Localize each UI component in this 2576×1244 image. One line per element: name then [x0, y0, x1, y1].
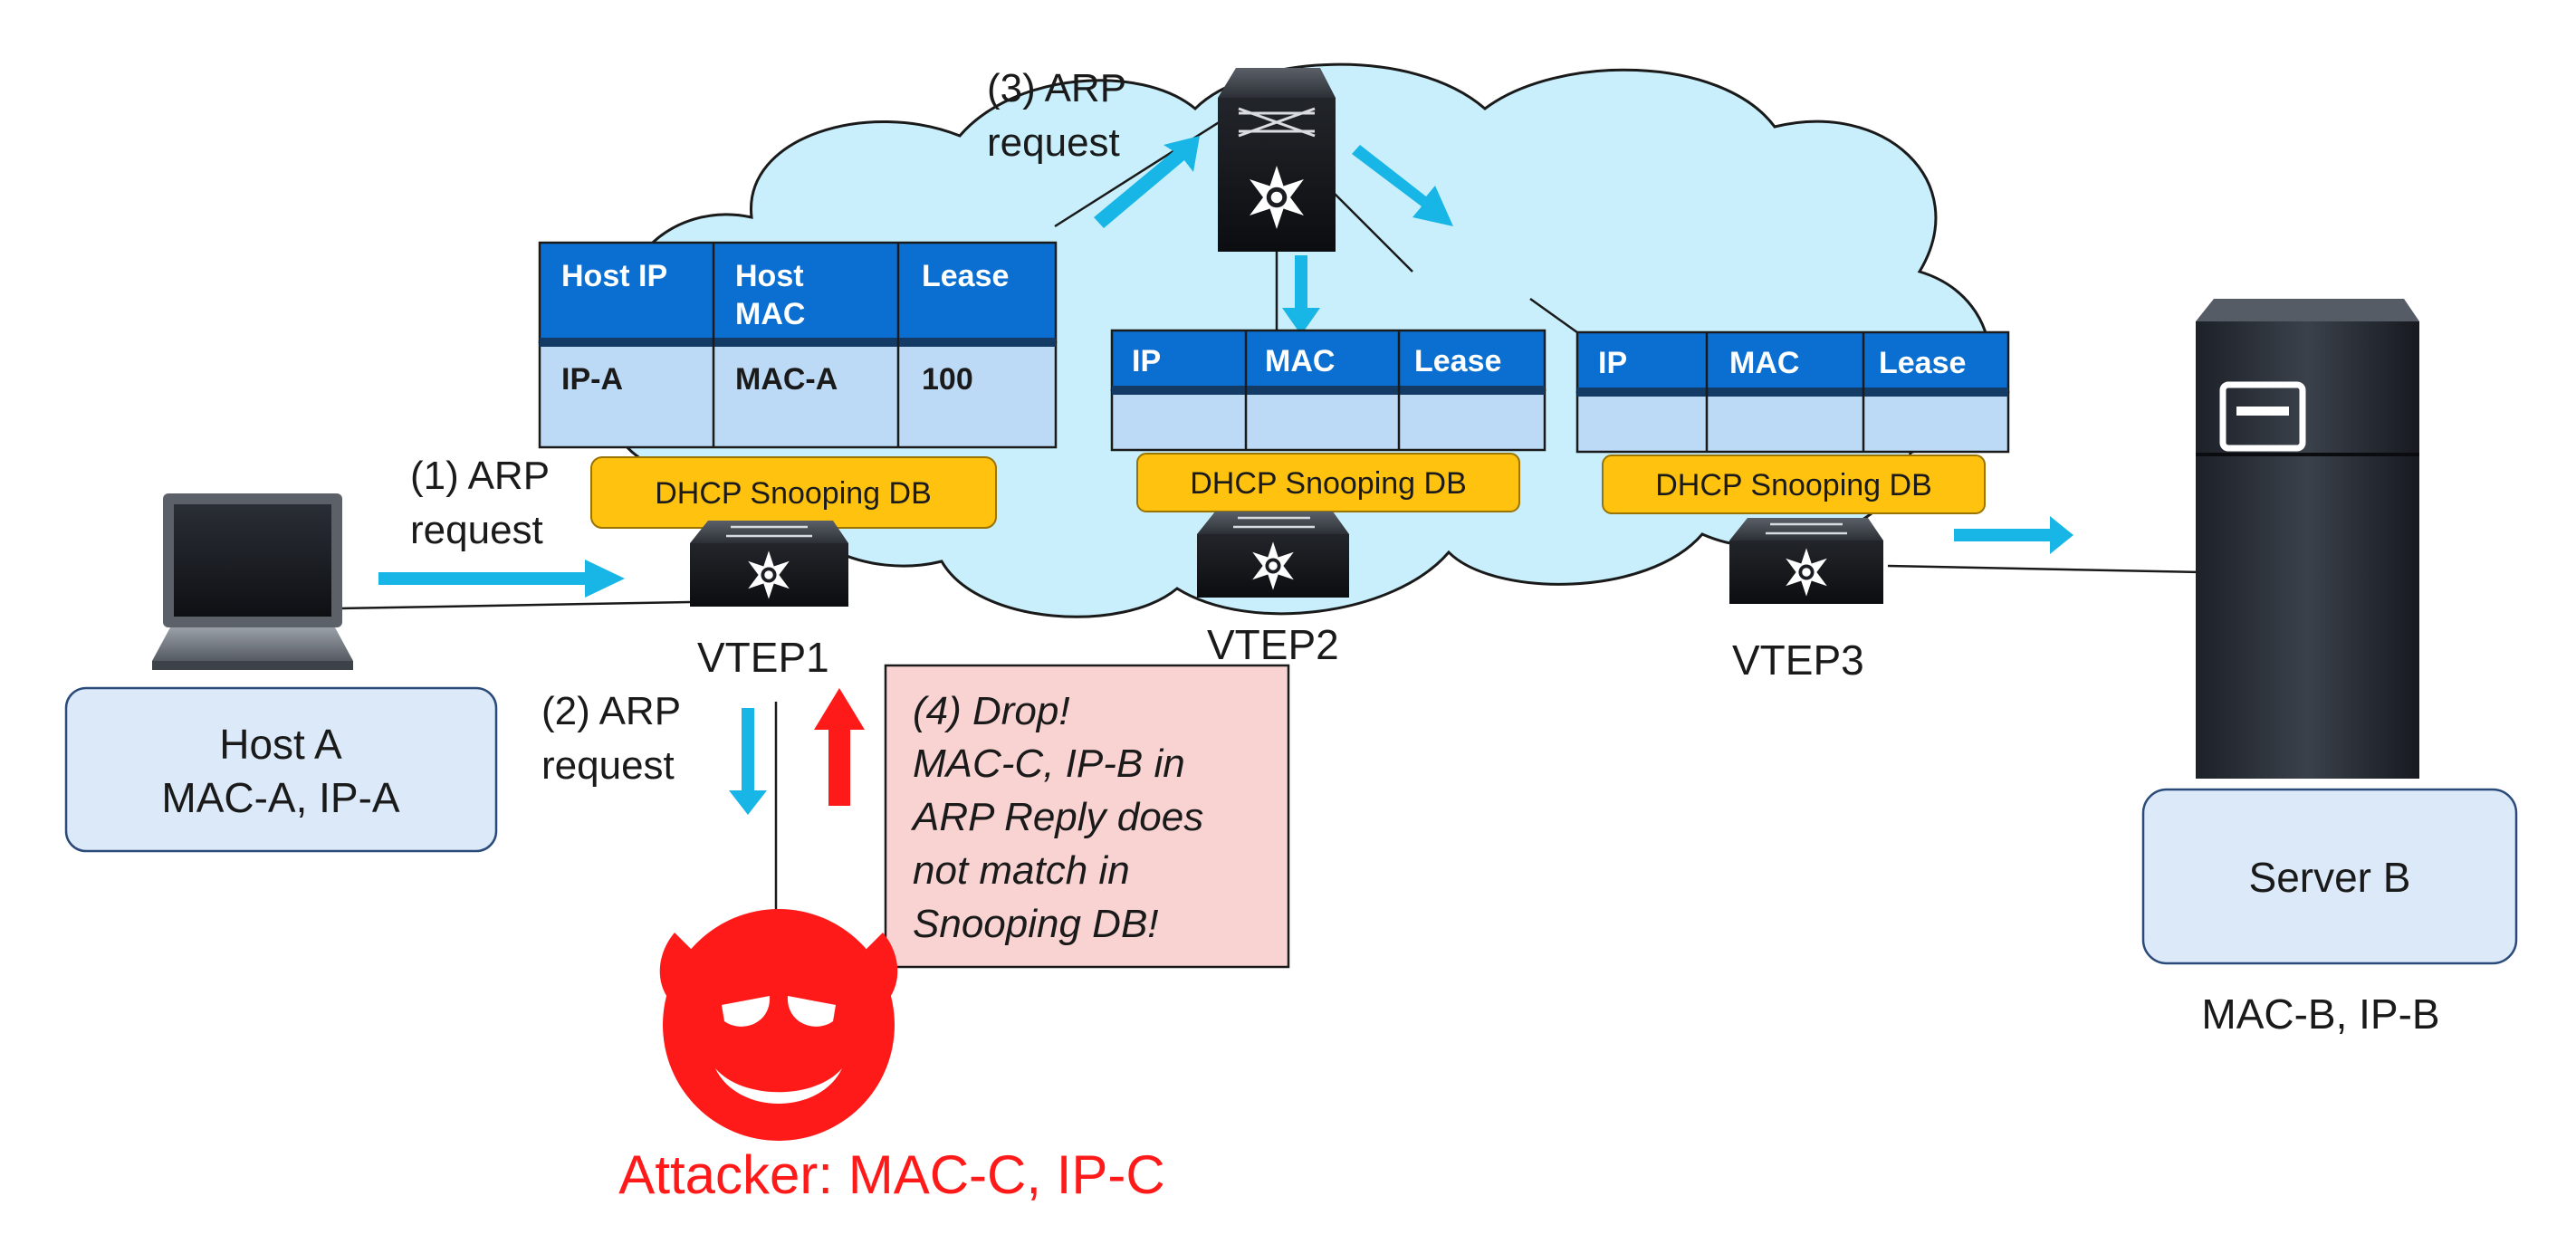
host-a-address: MAC-A, IP-A	[161, 774, 400, 821]
vtep2-snoop-label: DHCP Snooping DB	[1190, 466, 1467, 501]
vtep1-table	[538, 241, 1058, 449]
arrow-spine-down	[1282, 255, 1320, 335]
vtep1-header-host-ip: Host IP	[561, 259, 667, 293]
vtep3-label: VTEP3	[1732, 636, 1864, 684]
host-a-box	[64, 686, 498, 853]
vtep1-cell-mac: MAC-A	[735, 362, 838, 397]
laptop-icon	[152, 493, 353, 670]
drop-note-line1: (4) Drop!	[913, 689, 1070, 733]
vtep1-switch-icon	[690, 521, 848, 607]
server-b-name: Server B	[2249, 854, 2411, 901]
vtep2-label: VTEP2	[1207, 621, 1339, 668]
vtep1-header-lease: Lease	[922, 259, 1009, 293]
drop-note-line5: Snooping DB!	[913, 902, 1159, 946]
vtep3-header-ip: IP	[1598, 346, 1627, 380]
step2-label-line2: request	[541, 743, 675, 788]
server-b-box	[2141, 788, 2518, 965]
drop-note-line4: not match in	[913, 848, 1130, 893]
vtep1-snoop-label: DHCP Snooping DB	[655, 476, 932, 511]
vtep3-table	[1575, 330, 2010, 454]
server-b-address: MAC-B, IP-B	[2201, 990, 2439, 1038]
vtep3-header-lease: Lease	[1879, 346, 1966, 380]
arrow-step3	[1094, 136, 1200, 228]
step3-label-line2: request	[987, 120, 1120, 165]
vtep3-header-mac: MAC	[1729, 346, 1799, 380]
spine-switch-icon	[1218, 68, 1336, 252]
vtep3-snoop-pill	[1602, 455, 1986, 514]
vtep1-header-mac: MAC	[735, 297, 805, 331]
vtep1-label: VTEP1	[697, 634, 829, 681]
flow-arrows	[378, 136, 2073, 815]
vtep2-switch-icon	[1197, 512, 1349, 598]
attacker-label: Attacker: MAC-C, IP-C	[618, 1144, 1164, 1205]
vtep3-snoop-label: DHCP Snooping DB	[1655, 468, 1932, 502]
vtep1-cell-ip: IP-A	[561, 362, 623, 397]
drop-note-box	[884, 664, 1290, 969]
vtep2-header-lease: Lease	[1414, 344, 1501, 378]
vtep2-header-mac: MAC	[1265, 344, 1335, 378]
arrow-step1	[378, 560, 625, 598]
step1-label-line2: request	[410, 508, 543, 552]
devil-icon	[659, 909, 898, 1141]
arrow-spine-right	[1352, 145, 1453, 226]
step3-label-line1: (3) ARP	[987, 66, 1126, 110]
drop-note-line3: ARP Reply does	[910, 795, 1203, 839]
drop-note-line2: MAC-C, IP-B in	[913, 742, 1185, 786]
server-icon	[2196, 299, 2419, 779]
vtep1-cell-lease: 100	[922, 362, 973, 397]
arrow-step2	[729, 708, 767, 815]
vtep2-table	[1110, 329, 1547, 452]
vtep2-header-ip: IP	[1132, 344, 1161, 378]
arrow-to-server	[1954, 516, 2073, 554]
links	[339, 107, 2246, 960]
drop-arrow	[814, 688, 865, 806]
vtep3-switch-icon	[1729, 518, 1883, 604]
vtep1-header-host: Host	[735, 259, 804, 293]
step1-label-line1: (1) ARP	[410, 454, 550, 498]
step2-label-line1: (2) ARP	[541, 689, 681, 733]
host-a-name: Host A	[219, 721, 342, 768]
